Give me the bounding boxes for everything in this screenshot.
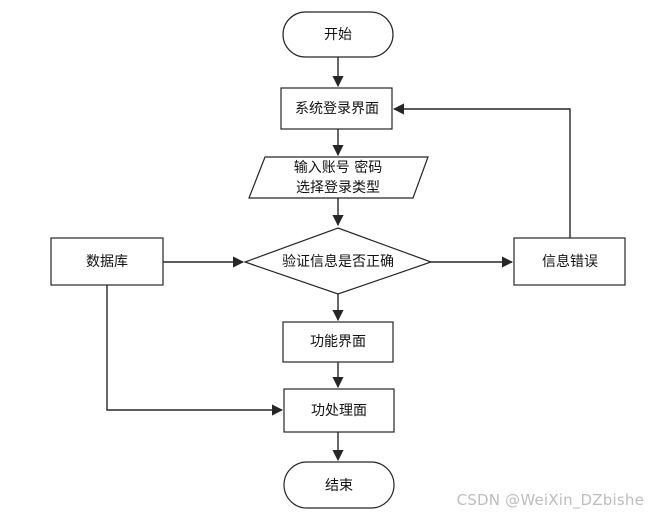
- verify-node: 验证信息是否正确: [243, 227, 433, 295]
- database-label: 数据库: [86, 254, 128, 270]
- end-node: 结束: [283, 461, 395, 509]
- input-node: 输入账号 密码 选择登录类型: [248, 156, 429, 199]
- function-ui-label: 功能界面: [310, 334, 366, 350]
- error-label: 信息错误: [542, 253, 598, 270]
- input-label-line1: 输入账号 密码: [294, 159, 382, 176]
- watermark-text: CSDN @WeiXin_DZbishe: [456, 491, 644, 509]
- start-label: 开始: [324, 27, 352, 43]
- edge-error-login: [392, 103, 571, 238]
- verify-label: 验证信息是否正确: [282, 253, 394, 270]
- database-node: 数据库: [50, 237, 164, 286]
- end-label: 结束: [325, 478, 353, 494]
- input-label-line2: 选择登录类型: [296, 180, 380, 196]
- error-node: 信息错误: [513, 237, 626, 286]
- start-node: 开始: [282, 11, 394, 58]
- function-ui-node: 功能界面: [282, 321, 394, 363]
- login-label: 系统登录界面: [295, 101, 379, 117]
- edge-database-process: [106, 285, 284, 416]
- process-label: 功处理面: [311, 403, 367, 419]
- login-node: 系统登录界面: [280, 87, 393, 130]
- process-node: 功处理面: [283, 388, 395, 433]
